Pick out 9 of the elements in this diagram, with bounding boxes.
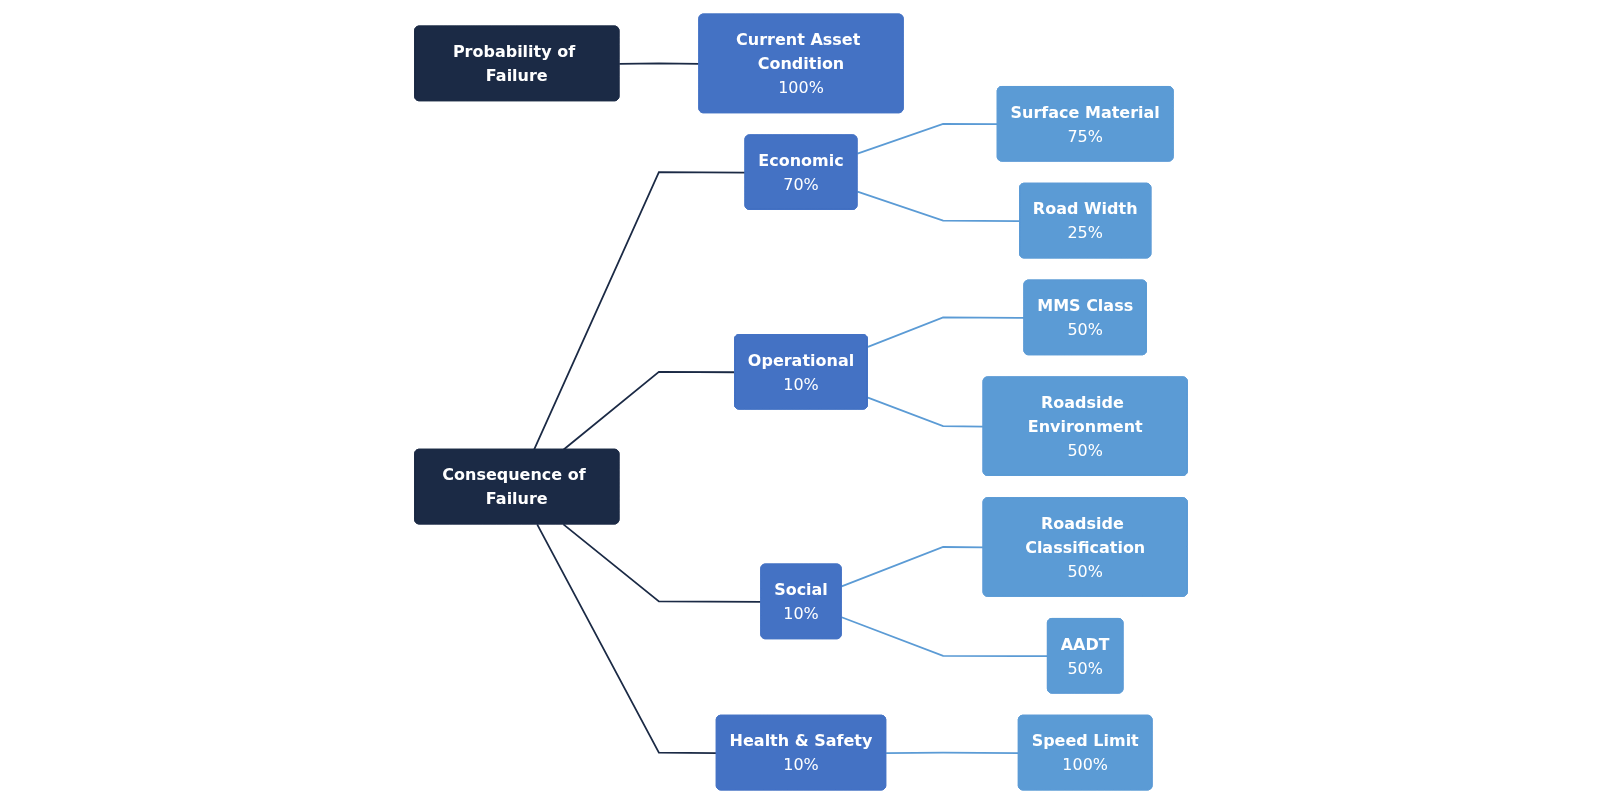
connector [536, 523, 718, 754]
connector [562, 370, 736, 451]
connector [840, 546, 985, 588]
connector [856, 122, 999, 155]
connector [885, 751, 1020, 754]
connector [840, 616, 1049, 658]
connector [856, 190, 1021, 222]
connector [867, 396, 985, 428]
connector [533, 171, 747, 451]
